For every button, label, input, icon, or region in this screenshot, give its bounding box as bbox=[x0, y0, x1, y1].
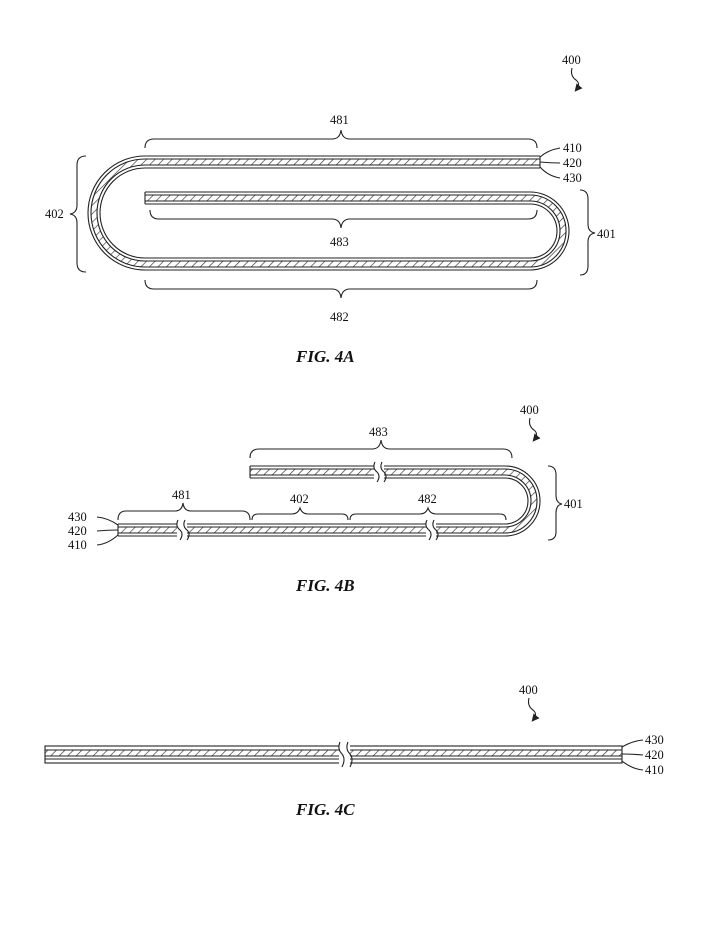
fig4a-label-420: 420 bbox=[563, 156, 582, 170]
fig4b-break-upper bbox=[373, 461, 387, 483]
fig4b-label-430: 430 bbox=[68, 510, 87, 524]
fig4c-label-410: 410 bbox=[645, 763, 664, 777]
fig4b-layer-420-hatch bbox=[118, 469, 537, 533]
fig4b-break-left bbox=[176, 519, 190, 541]
fig4a-label-483: 483 bbox=[330, 235, 349, 249]
figure-4c: 400 430 420 410 FIG. 4C bbox=[44, 683, 664, 819]
fig4b-brace-402 bbox=[251, 506, 349, 521]
figure-4a: 400 481 410 420 430 402 401 483 482 FIG.… bbox=[45, 53, 616, 366]
fig4a-label-400: 400 bbox=[562, 53, 581, 67]
fig4b-label-410: 410 bbox=[68, 538, 87, 552]
fig4b-brace-401 bbox=[547, 465, 563, 541]
fig4b-label-483: 483 bbox=[369, 425, 388, 439]
fig4b-label-400: 400 bbox=[520, 403, 539, 417]
fig4b-break-right bbox=[425, 519, 439, 541]
fig4b-caption: FIG. 4B bbox=[295, 576, 355, 595]
figure-4b: 400 483 481 402 482 401 430 420 410 FIG.… bbox=[68, 403, 583, 595]
fig4a-brace-402 bbox=[69, 155, 87, 273]
fig4a-brace-483 bbox=[149, 209, 538, 229]
fig4a-label-401: 401 bbox=[597, 227, 616, 241]
fig4a-label-402: 402 bbox=[45, 207, 64, 221]
fig4c-break bbox=[338, 741, 353, 768]
fig4b-label-482: 482 bbox=[418, 492, 437, 506]
fig4b-label-401: 401 bbox=[564, 497, 583, 511]
fig4b-brace-483 bbox=[249, 439, 513, 459]
fig4a-brace-481 bbox=[144, 129, 538, 149]
fig4a-caption: FIG. 4A bbox=[295, 347, 355, 366]
fig4c-caption: FIG. 4C bbox=[295, 800, 355, 819]
fig4b-label-402: 402 bbox=[290, 492, 309, 506]
fig4a-label-481: 481 bbox=[330, 113, 349, 127]
fig4c-label-420: 420 bbox=[645, 748, 664, 762]
fig4a-folded-strip-outer bbox=[87, 155, 570, 271]
fig4b-brace-481 bbox=[117, 502, 251, 521]
fig4a-label-410: 410 bbox=[563, 141, 582, 155]
fig4a-brace-401 bbox=[579, 189, 596, 276]
fig4c-flat-strip bbox=[44, 745, 623, 764]
fig4a-label-482: 482 bbox=[330, 310, 349, 324]
fig4b-label-420: 420 bbox=[68, 524, 87, 538]
fig4b-label-481: 481 bbox=[172, 488, 191, 502]
fig4a-layer-420-hatch bbox=[91, 159, 566, 267]
fig4c-label-430: 430 bbox=[645, 733, 664, 747]
fig4c-label-400: 400 bbox=[519, 683, 538, 697]
fig4b-brace-482 bbox=[349, 506, 507, 521]
fig4b-folded-strip-outer bbox=[118, 465, 541, 537]
fig4a-brace-482 bbox=[144, 279, 538, 299]
fig4a-label-430: 430 bbox=[563, 171, 582, 185]
